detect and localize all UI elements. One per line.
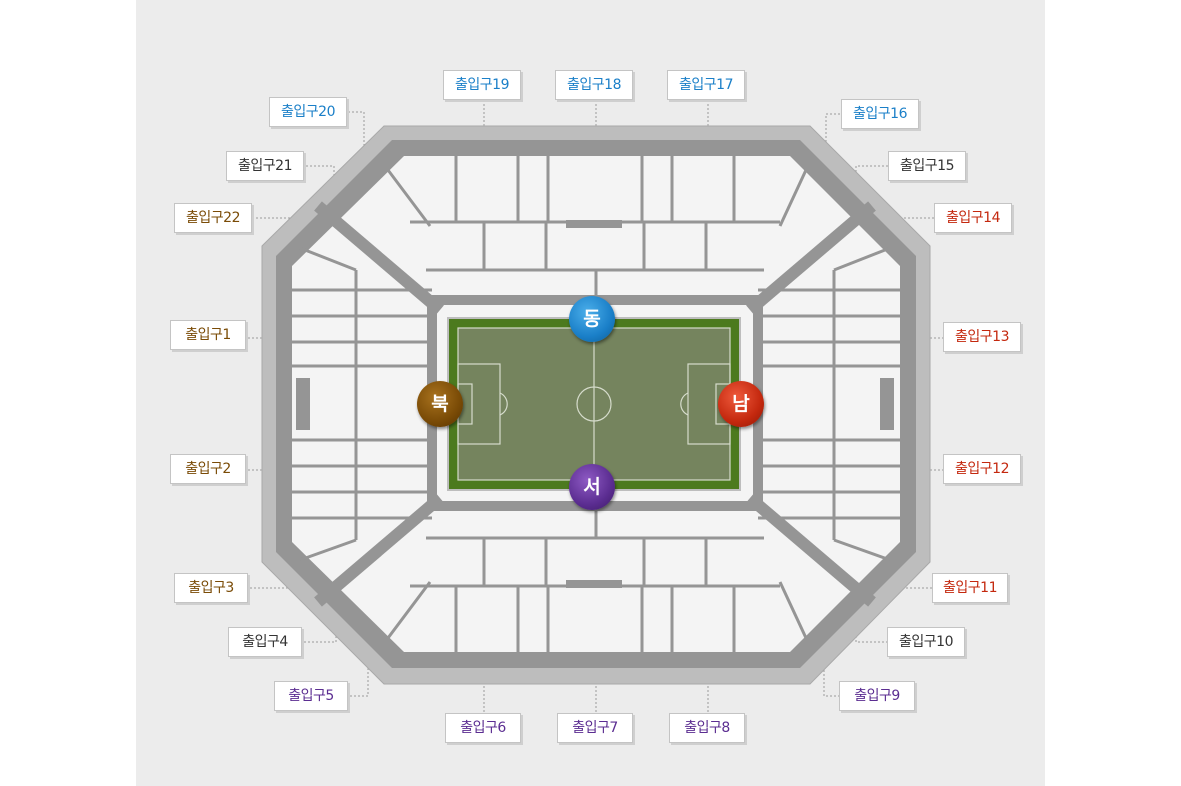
gate-11[interactable]: 출입구11 — [932, 573, 1008, 603]
gate-7[interactable]: 출입구7 — [557, 713, 633, 743]
gate-16[interactable]: 출입구16 — [841, 99, 919, 129]
gate-19[interactable]: 출입구19 — [443, 70, 521, 100]
gate-leader-lines — [248, 100, 944, 712]
gate-17[interactable]: 출입구17 — [667, 70, 745, 100]
gate-10[interactable]: 출입구10 — [887, 627, 965, 657]
gate-5[interactable]: 출입구5 — [274, 681, 348, 711]
south-marker[interactable]: 남 — [718, 381, 764, 427]
gate-1[interactable]: 출입구1 — [170, 320, 246, 350]
east-marker[interactable]: 동 — [569, 296, 615, 342]
gate-15[interactable]: 출입구15 — [888, 151, 966, 181]
gate-18[interactable]: 출입구18 — [555, 70, 633, 100]
gate-21[interactable]: 출입구21 — [226, 151, 304, 181]
gate-8[interactable]: 출입구8 — [669, 713, 745, 743]
gate-4[interactable]: 출입구4 — [228, 627, 302, 657]
gate-2[interactable]: 출입구2 — [170, 454, 246, 484]
gate-13[interactable]: 출입구13 — [943, 322, 1021, 352]
north-marker[interactable]: 북 — [417, 381, 463, 427]
seating-sections — [292, 156, 900, 652]
gate-12[interactable]: 출입구12 — [943, 454, 1021, 484]
gate-20[interactable]: 출입구20 — [269, 97, 347, 127]
gate-14[interactable]: 출입구14 — [934, 203, 1012, 233]
pitch — [457, 327, 731, 481]
gate-9[interactable]: 출입구9 — [839, 681, 915, 711]
gate-3[interactable]: 출입구3 — [174, 573, 248, 603]
gate-6[interactable]: 출입구6 — [445, 713, 521, 743]
gate-22[interactable]: 출입구22 — [174, 203, 252, 233]
west-marker[interactable]: 서 — [569, 464, 615, 510]
